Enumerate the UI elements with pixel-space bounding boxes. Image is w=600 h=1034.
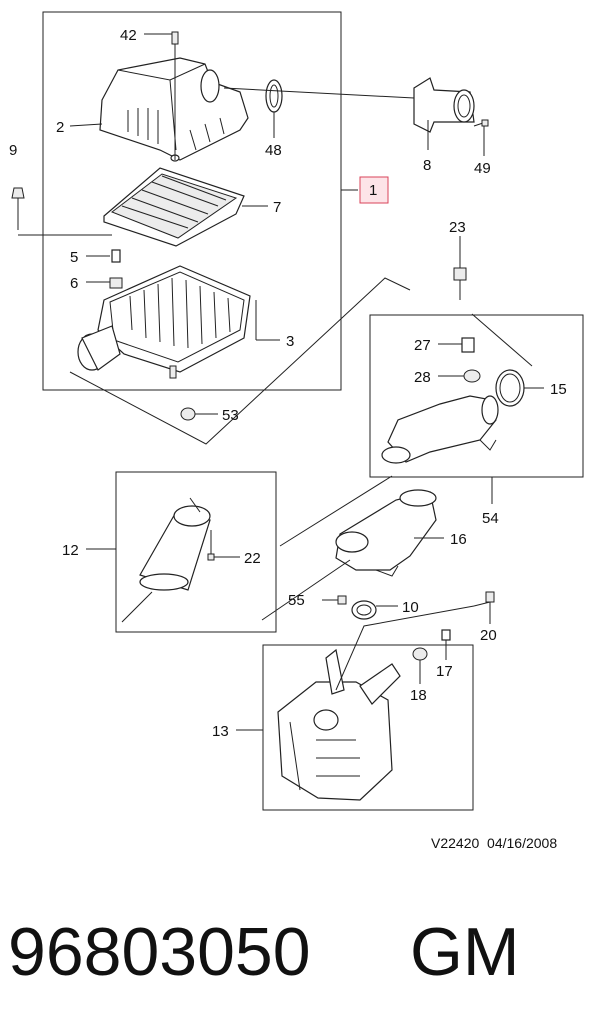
- callout-2: 2: [56, 119, 64, 136]
- spacer-27: [461, 337, 475, 353]
- upper-housing-cover: [99, 57, 249, 162]
- callout-10: 10: [402, 599, 419, 616]
- callout-49: 49: [474, 160, 491, 177]
- screw-49: [473, 119, 489, 127]
- screw-55: [322, 595, 347, 605]
- intake-hose: [381, 395, 499, 464]
- intake-duct-16: [335, 489, 437, 577]
- callout-18: 18: [410, 687, 427, 704]
- callout-53: 53: [222, 407, 239, 424]
- grommet-53: [180, 407, 196, 421]
- grommet-5: [111, 249, 121, 263]
- callout-15: 15: [550, 381, 567, 398]
- air-filter-element: [103, 167, 245, 247]
- gasket-48: [265, 79, 283, 113]
- callout-13: 13: [212, 723, 229, 740]
- screw-42: [171, 31, 179, 160]
- callout-42: 42: [120, 27, 137, 44]
- grommet-18: [412, 647, 428, 661]
- callout-20: 20: [480, 627, 497, 644]
- diagram-reference: V22420 04/16/2008: [431, 835, 557, 851]
- assembly-box-54: [369, 314, 584, 478]
- assembly-box-1: [42, 11, 342, 391]
- callout-8: 8: [423, 157, 431, 174]
- resonator-13: [277, 648, 401, 801]
- grommet-28: [463, 369, 481, 383]
- callout-48: 48: [265, 142, 282, 159]
- ring-10: [351, 600, 377, 620]
- callout-27: 27: [414, 337, 431, 354]
- bolt-20: [473, 591, 495, 607]
- lower-housing: [77, 265, 251, 379]
- callout-55: 55: [288, 592, 305, 609]
- callout-16: 16: [450, 531, 467, 548]
- bolt-23: [453, 267, 467, 300]
- grommet-6: [109, 277, 123, 289]
- screw-22: [207, 530, 215, 561]
- bolt-9: [11, 187, 112, 236]
- spacer-17: [441, 629, 451, 641]
- callout-17: 17: [436, 663, 453, 680]
- callout-5: 5: [70, 249, 78, 266]
- brand-name: GM: [410, 914, 520, 990]
- clamp-15: [495, 369, 525, 407]
- callout-54: 54: [482, 510, 499, 527]
- hose-12: [139, 497, 211, 591]
- assembly-box-13: [262, 644, 474, 811]
- callout-28: 28: [414, 369, 431, 386]
- callout-7: 7: [273, 199, 281, 216]
- callout-23: 23: [449, 219, 466, 236]
- highlight-callout-1: [359, 176, 389, 204]
- callout-1: 1: [369, 182, 377, 199]
- callout-22: 22: [244, 550, 261, 567]
- assembly-box-12: [115, 471, 277, 633]
- callout-9: 9: [9, 142, 17, 159]
- airflow-sensor-8: [413, 77, 475, 150]
- callout-6: 6: [70, 275, 78, 292]
- callout-3: 3: [286, 333, 294, 350]
- part-number: 96803050: [8, 914, 311, 990]
- callout-12: 12: [62, 542, 79, 559]
